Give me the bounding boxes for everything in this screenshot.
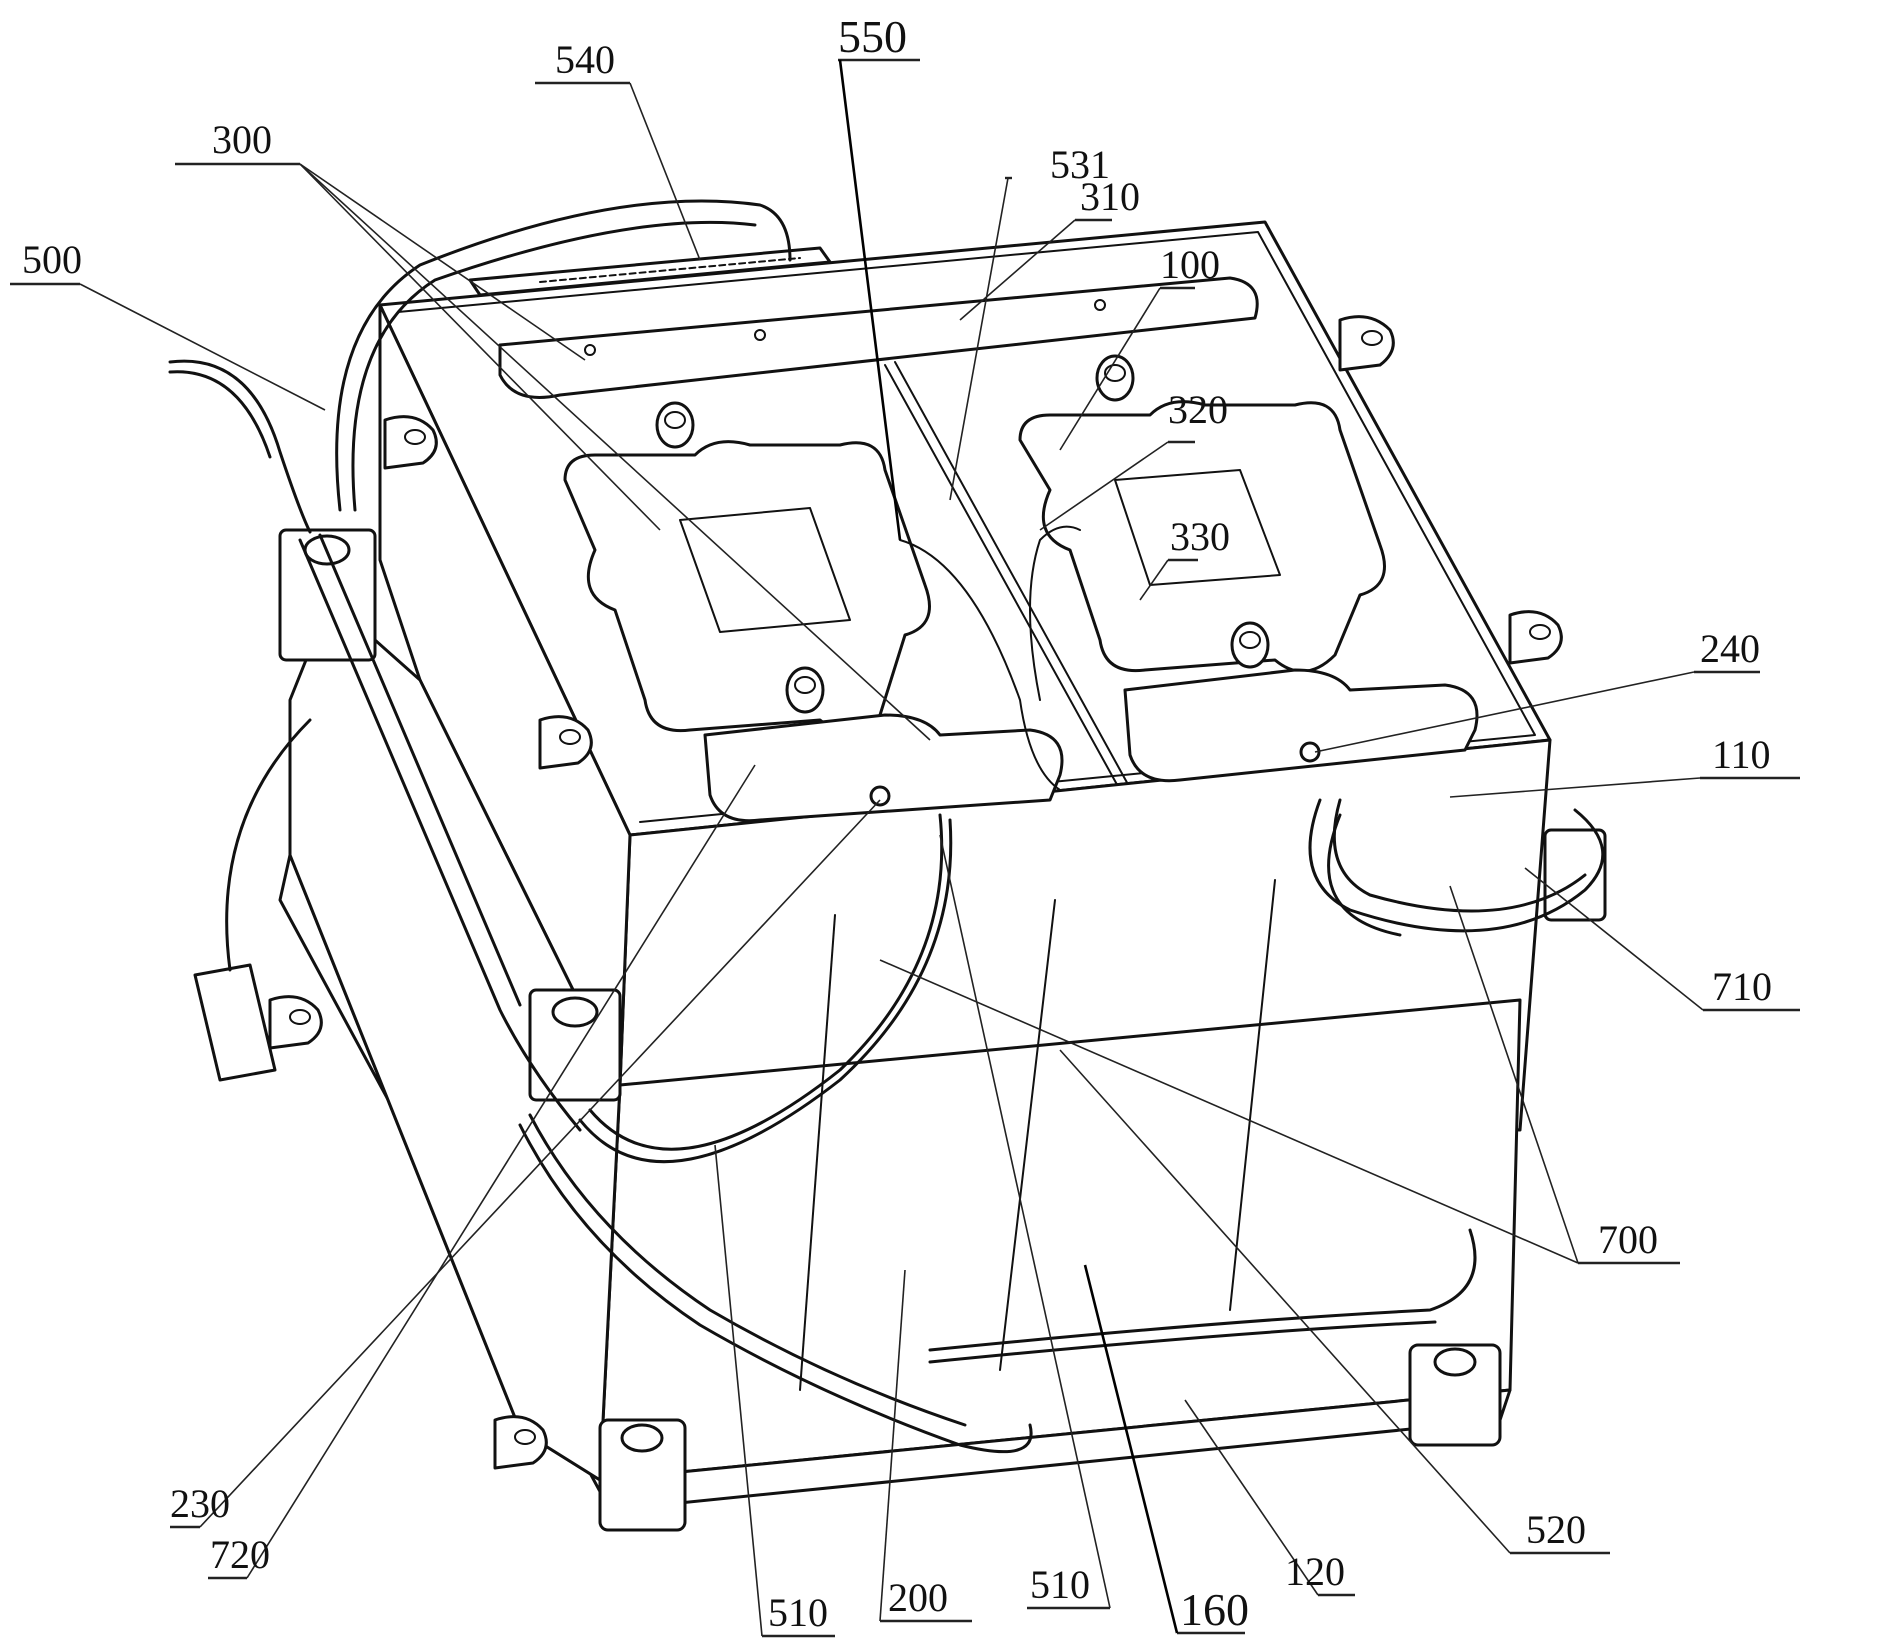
callout-710: 710 bbox=[1712, 964, 1772, 1009]
pack-body bbox=[268, 220, 1607, 1532]
callout-520: 520 bbox=[1526, 1507, 1586, 1552]
callout-510-left: 510 bbox=[768, 1590, 828, 1635]
corner-posts bbox=[278, 528, 1607, 1532]
mounting-ears bbox=[268, 315, 1563, 1470]
cable-710 bbox=[1327, 813, 1402, 937]
callout-540: 540 bbox=[555, 37, 615, 82]
callout-700: 700 bbox=[1598, 1217, 1658, 1262]
callout-300: 300 bbox=[212, 117, 272, 162]
callout-labels: 540 550 300 531 310 500 100 320 330 240 … bbox=[22, 11, 1772, 1635]
cell-seam-1 bbox=[999, 899, 1056, 1371]
callout-120: 120 bbox=[1285, 1549, 1345, 1594]
side-connector bbox=[193, 963, 277, 1082]
cable-520-bottom bbox=[928, 1228, 1477, 1352]
cell-divider-2 bbox=[894, 361, 1131, 789]
cell-seam-3 bbox=[799, 914, 836, 1391]
callout-320: 320 bbox=[1168, 387, 1228, 432]
busbar-plate-left bbox=[563, 440, 931, 733]
callout-330: 330 bbox=[1170, 514, 1230, 559]
callout-110: 110 bbox=[1712, 732, 1771, 777]
callout-531: 531 bbox=[1050, 142, 1110, 187]
callout-550: 550 bbox=[838, 11, 907, 62]
cable-720 bbox=[518, 1123, 1033, 1454]
callout-230: 230 bbox=[170, 1481, 230, 1526]
connector-row-540 bbox=[468, 246, 832, 297]
busbar-plate-320 bbox=[1018, 400, 1386, 673]
callout-240: 240 bbox=[1700, 626, 1760, 671]
cable-510 bbox=[578, 818, 953, 1164]
cable-700 bbox=[1308, 798, 1605, 933]
busbar-330 bbox=[1123, 668, 1479, 783]
busbars bbox=[498, 276, 1479, 823]
cell-seam-2 bbox=[1229, 879, 1276, 1311]
callout-200: 200 bbox=[888, 1575, 948, 1620]
callout-100: 100 bbox=[1160, 242, 1220, 287]
sensor-wire-531 bbox=[899, 539, 1061, 791]
callout-500: 500 bbox=[22, 237, 82, 282]
loose-wire-left bbox=[168, 359, 312, 534]
top-cover-inner-rim bbox=[397, 231, 1536, 823]
terminal-230 bbox=[869, 785, 891, 807]
leader-lines bbox=[10, 58, 1800, 1638]
busbar-lower-left bbox=[703, 713, 1064, 823]
cables bbox=[168, 199, 1605, 1454]
busbar-310 bbox=[498, 276, 1259, 399]
callout-510-right: 510 bbox=[1030, 1562, 1090, 1607]
terminal-240 bbox=[1299, 741, 1321, 763]
callout-310: 310 bbox=[1080, 174, 1140, 219]
cell-divider bbox=[884, 364, 1121, 791]
callout-160: 160 bbox=[1180, 1584, 1249, 1635]
harness-500-loop bbox=[335, 199, 792, 512]
harness-500-side bbox=[298, 538, 582, 1132]
callout-720: 720 bbox=[210, 1532, 270, 1577]
